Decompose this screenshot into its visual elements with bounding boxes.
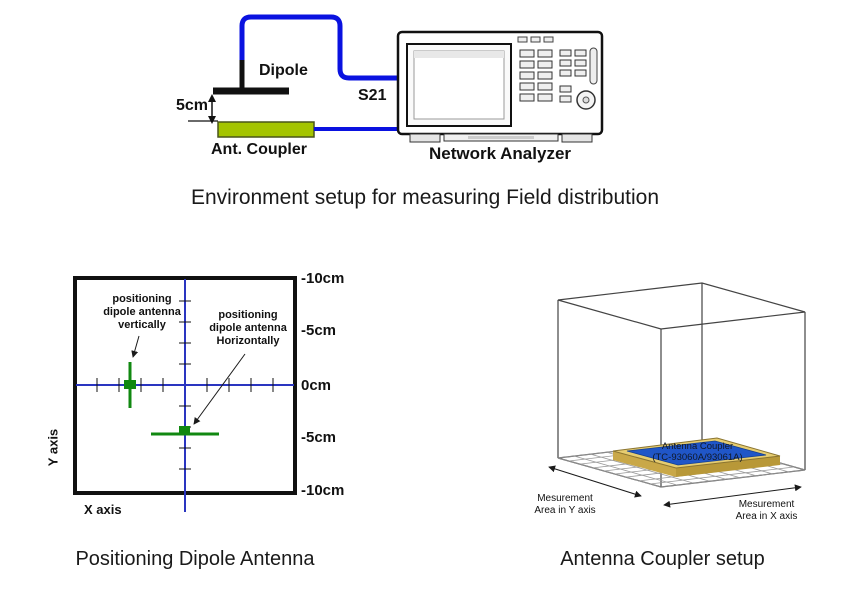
antenna-coupler-slab bbox=[612, 437, 781, 477]
horizontal-dipole-antenna bbox=[151, 426, 219, 436]
caption-coupler-setup: Antenna Coupler setup bbox=[560, 548, 765, 570]
note-vertical-positioning: positioning dipole antenna vertically bbox=[103, 293, 181, 331]
measurement-setup-diagram bbox=[188, 14, 604, 143]
scale-label-upper: -5cm bbox=[301, 322, 337, 339]
coupler-setup-diagram bbox=[548, 282, 806, 508]
antenna-coupler-model-label: Antenna Coupler (TC-93060A/93061A) bbox=[652, 441, 743, 464]
analyzer-screen bbox=[413, 50, 505, 120]
y-area-arrow bbox=[548, 465, 642, 498]
scale-label-lower: -5cm bbox=[301, 429, 337, 446]
x-axis-ticks bbox=[96, 378, 274, 392]
analyzer-keypad bbox=[519, 49, 587, 103]
coupler-top-surface bbox=[626, 440, 767, 466]
dipole-antenna bbox=[213, 60, 289, 95]
coupler-side-left bbox=[613, 451, 676, 477]
analyzer-screen-menu-strip bbox=[414, 51, 504, 58]
distance-arrow bbox=[188, 94, 218, 124]
analyzer-knob-center bbox=[582, 96, 590, 104]
positioning-diagram bbox=[73, 276, 297, 512]
y-measurement-area-label: Mesurement Area in Y axis bbox=[534, 493, 596, 516]
analyzer-handle bbox=[589, 47, 598, 85]
ant-coupler-label: Ant. Coupler bbox=[211, 141, 307, 158]
analyzer-vent-keys bbox=[517, 36, 554, 43]
y-axis-label: Y axis bbox=[45, 428, 61, 467]
dipole-label: Dipole bbox=[259, 62, 308, 79]
x-measurement-area-label: Mesurement Area in X axis bbox=[735, 499, 798, 522]
vertical-dipole-antenna bbox=[124, 362, 136, 408]
note-horizontal-arrow bbox=[193, 353, 246, 425]
caption-positioning: Positioning Dipole Antenna bbox=[75, 548, 315, 570]
network-analyzer-label: Network Analyzer bbox=[428, 144, 572, 163]
distance-label: 5cm bbox=[176, 97, 209, 114]
coax-cable bbox=[239, 14, 409, 81]
x-area-arrow bbox=[663, 484, 802, 508]
note-horizontal-positioning: positioning dipole antenna Horizontally bbox=[209, 309, 287, 347]
scale-label-center: 0cm bbox=[301, 377, 332, 394]
coupler-side-right bbox=[676, 456, 780, 477]
scale-label-bottom: -10cm bbox=[301, 482, 345, 499]
s21-label: S21 bbox=[358, 87, 387, 104]
scale-label-top: -10cm bbox=[301, 270, 345, 287]
note-vertical-arrow bbox=[131, 335, 140, 358]
x-axis-label: X axis bbox=[84, 502, 122, 517]
antenna-coupler-bar bbox=[217, 121, 315, 138]
network-analyzer bbox=[396, 30, 604, 143]
caption-environment-setup: Environment setup for measuring Field di… bbox=[190, 186, 660, 209]
analyzer-feet bbox=[409, 133, 593, 143]
